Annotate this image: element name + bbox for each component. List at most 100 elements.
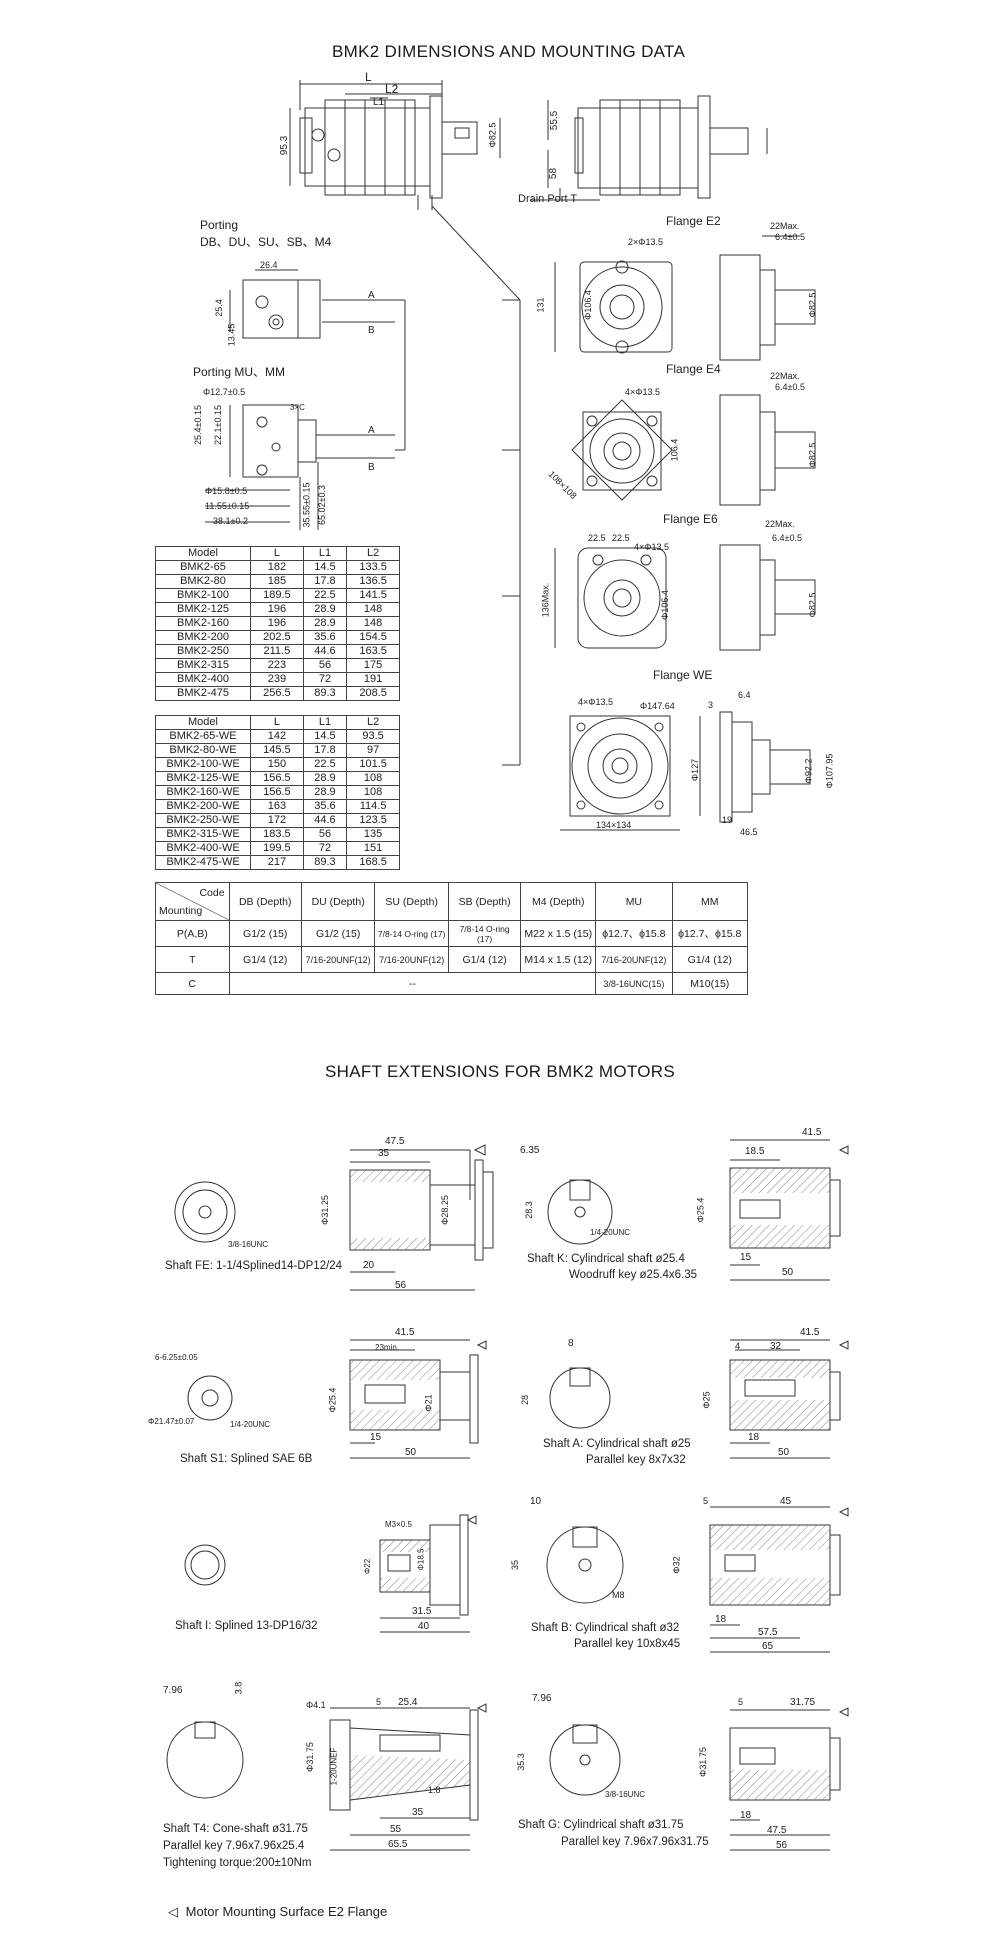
table-cell-merged: -- — [228, 972, 597, 995]
table-cell: 7/16-20UNF(12) — [374, 946, 449, 973]
flange-e6-d4: Φ82.5 — [807, 592, 818, 618]
flange-e6-d6: 22.5 — [612, 533, 630, 543]
porting1-port-b: B — [368, 325, 375, 336]
flange-e6-title: Flange E6 — [663, 512, 718, 526]
flange-we-d4: Φ127 — [690, 758, 701, 782]
shaft-s1-dim: Φ25.4 — [327, 1387, 338, 1413]
shaft-i-dim: M3×0.5 — [385, 1520, 412, 1529]
flange-e4-holes: 4×Φ13.5 — [625, 387, 660, 397]
shaft-fe-dim: Φ28.25 — [439, 1195, 450, 1225]
section-title-dimensions: BMK2 DIMENSIONS AND MOUNTING DATA — [332, 42, 686, 61]
table-cell: 211.5 — [250, 644, 304, 659]
porting2-dim-d: 3×C — [290, 403, 305, 412]
porting1-title: Porting — [200, 218, 239, 232]
flange-e4-d3: 6.4±0.5 — [775, 382, 805, 392]
flange-we-drawing — [560, 711, 811, 831]
table-cell: M22 x 1.5 (15) — [520, 920, 597, 947]
shaft-i-dim: 31.5 — [412, 1606, 432, 1617]
shaft-k-dim: 41.5 — [802, 1127, 822, 1138]
column-header: L2 — [346, 546, 400, 561]
port-code-table: Code Mounting DB (Depth) DU (Depth) SU (… — [155, 882, 748, 995]
table-cell: 148 — [346, 602, 400, 617]
shaft-k-dim: 18.5 — [745, 1146, 765, 1157]
shaft-g-drawing — [549, 1707, 849, 1851]
table-cell: 196 — [250, 602, 304, 617]
table-cell: 14.5 — [302, 560, 348, 575]
shaft-a-drawing — [549, 1339, 849, 1459]
shaft-s1-dim: 1/4-20UNC — [230, 1420, 271, 1429]
table-cell: 136.5 — [346, 574, 400, 589]
table-cell: 35.6 — [302, 630, 348, 645]
table-cell: 223 — [250, 658, 304, 673]
footer-note-text: Motor Mounting Surface E2 Flange — [185, 1904, 388, 1919]
table-cell: 183.5 — [250, 827, 304, 842]
table-cell: ϕ12.7、ϕ15.8 — [671, 920, 748, 947]
shaft-b-dim: 10 — [530, 1496, 542, 1507]
table-cell: 89.3 — [302, 855, 348, 870]
shaft-fe-caption: Shaft FE: 1-1/4Splined14-DP12/24 — [165, 1260, 343, 1272]
table-row: C -- 3/8-16UNC(15) M10(15) — [155, 972, 748, 995]
column-header: L2 — [346, 715, 400, 730]
flange-e2-d2: Φ106.4 — [582, 290, 593, 320]
table-cell: M14 x 1.5 (12) — [520, 946, 597, 973]
shaft-g-dim: 18 — [740, 1810, 752, 1821]
porting2-dim-b: 25.4±0.15 — [192, 405, 203, 445]
column-header: L — [250, 715, 304, 730]
shaft-a-dim: 50 — [778, 1447, 790, 1458]
shaft-t4-dim: Φ31.75 — [304, 1742, 315, 1772]
flange-we-d3: 6.4 — [738, 690, 751, 700]
model-cell: BMK2-80 — [155, 574, 251, 589]
table-cell: 7/8-14 O-ring (17) — [447, 920, 522, 947]
shaft-s1-caption: Shaft S1: Splined SAE 6B — [180, 1453, 313, 1465]
flange-e6-max: 22Max. — [765, 519, 795, 529]
shaft-i-dim: 40 — [418, 1621, 430, 1632]
row-label: P(A,B) — [155, 920, 230, 947]
column-header: MU — [595, 882, 673, 921]
flange-we-d2: 134×134 — [596, 820, 632, 830]
model-cell: BMK2-160-WE — [155, 785, 251, 800]
shaft-a-dim: 28 — [520, 1394, 531, 1406]
table-cell: 196 — [250, 616, 304, 631]
shaft-b-caption: Parallel key 10x8x45 — [574, 1638, 681, 1650]
flange-e2-drawing — [554, 235, 816, 361]
column-header: Model — [155, 546, 251, 561]
porting1-dim-a: 26.4 — [260, 260, 278, 270]
table-cell: 108 — [346, 785, 400, 800]
table-cell: 163.5 — [346, 644, 400, 659]
porting2-dim-a: Φ12.7±0.5 — [203, 387, 246, 397]
table-cell: ϕ12.7、ϕ15.8 — [595, 920, 673, 947]
shaft-t4-dim: Φ4.1 — [306, 1700, 326, 1710]
column-header: SU (Depth) — [374, 882, 449, 921]
model-cell: BMK2-100 — [155, 588, 251, 603]
shaft-b-dim: 65 — [762, 1641, 774, 1652]
corner-mounting-label: Mounting — [159, 905, 203, 917]
motor-side-view — [289, 80, 521, 765]
shaft-g-dim: 47.5 — [767, 1825, 787, 1836]
flange-e6-d5: 22.5 — [588, 533, 606, 543]
shaft-a-dim: 18 — [748, 1432, 760, 1443]
flange-e4-d4: Φ82.5 — [807, 442, 818, 468]
flange-e4-max: 22Max. — [770, 371, 800, 381]
dim-55: 55.5 — [549, 110, 561, 131]
table-cell: 168.5 — [346, 855, 400, 870]
table-cell: 7/16-20UNF(12) — [595, 946, 673, 973]
shaft-b-caption: Shaft B: Cylindrical shaft ø32 — [531, 1622, 680, 1634]
shaft-a-dim: Φ25 — [701, 1391, 712, 1409]
shaft-a-dim: 32 — [770, 1341, 782, 1352]
shaft-i-dim: Φ18.5 — [416, 1548, 426, 1571]
table-cell: 163 — [250, 799, 304, 814]
model-cell: BMK2-400 — [155, 672, 251, 687]
porting1-subtitle: DB、DU、SU、SB、M4 — [200, 235, 332, 249]
table-cell: 141.5 — [346, 588, 400, 603]
shaft-t4-dim: 3.8 — [233, 1681, 244, 1695]
shaft-k-dim: 15 — [740, 1252, 752, 1263]
table-cell: 28.9 — [302, 771, 348, 786]
flange-e6-d2: Φ106.4 — [659, 590, 670, 620]
shaft-b-dim: 35 — [510, 1559, 521, 1571]
flange-we-title: Flange WE — [653, 668, 713, 682]
